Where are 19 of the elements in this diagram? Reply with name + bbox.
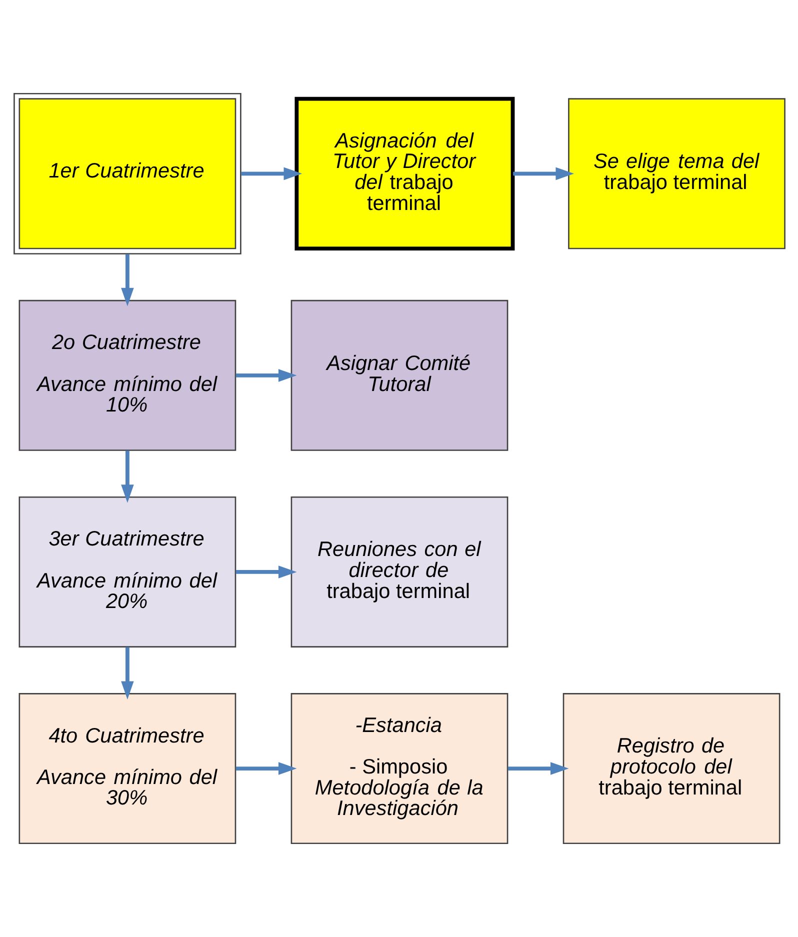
arrow bbox=[120, 647, 134, 700]
node-box: Reuniones con el director de trabajo terminal bbox=[290, 496, 508, 648]
arrow bbox=[235, 762, 296, 775]
arrow bbox=[235, 566, 296, 578]
node-box: 3er Cuatrimestre Avance mínimo del 20% bbox=[18, 496, 236, 648]
node-box: Se elige tema del trabajo terminal bbox=[568, 98, 785, 250]
arrow bbox=[235, 369, 296, 382]
node-box: 4to Cuatrimestre Avance mínimo del 30% bbox=[18, 693, 236, 844]
node-box: -Estancia - Simposio Metodología de la Investigación bbox=[290, 693, 508, 844]
node-box: 2o Cuatrimestre Avance mínimo del 10% bbox=[18, 300, 236, 451]
node-box: 1er Cuatrimestre bbox=[13, 92, 241, 254]
node-box: Asignar Comité Tutoral bbox=[290, 300, 508, 451]
arrow bbox=[512, 167, 574, 180]
arrow bbox=[240, 167, 302, 180]
arrow bbox=[120, 254, 134, 306]
arrow bbox=[507, 762, 568, 775]
node-box: Asignación del Tutor y Director del trabajo terminal bbox=[294, 96, 514, 250]
node-box: Registro de protocolo del trabajo terminal bbox=[562, 693, 780, 844]
arrow bbox=[120, 450, 134, 503]
